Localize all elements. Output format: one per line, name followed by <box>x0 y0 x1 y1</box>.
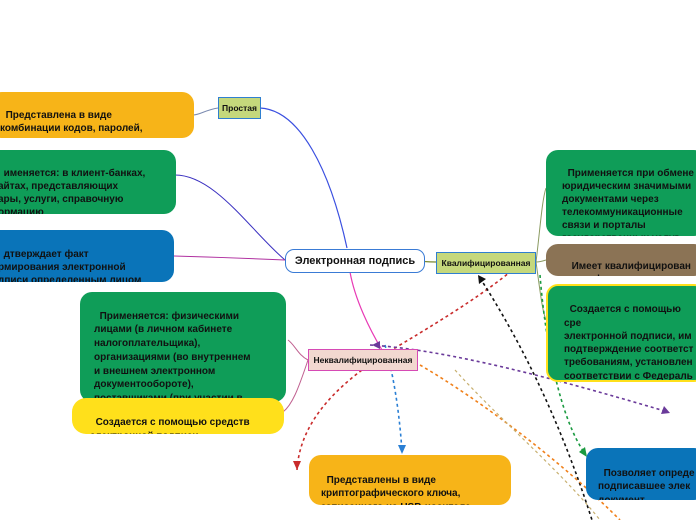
topic-q-cert[interactable]: Имеет квалифицирован сертификат ключа <box>546 244 696 276</box>
topic-q-cert-text: Имеет квалифицирован сертификат ключа <box>566 261 691 276</box>
edge-simple-codes <box>192 107 219 116</box>
edge-unq-created <box>282 359 309 413</box>
topic-q-usage[interactable]: Применяется при обмене юридическим значи… <box>546 150 696 236</box>
topic-simple-usage[interactable]: именяется: в клиент-банках, айтах, предс… <box>0 150 176 214</box>
topic-q-identify-text: Позволяет опреде подписавшее элек докуме… <box>598 467 695 501</box>
edge-central-usage <box>174 174 286 261</box>
topic-unq-key[interactable]: Представлены в виде криптографического к… <box>309 455 511 505</box>
central-label: Электронная подпись <box>294 255 416 267</box>
topic-unq-key-text: Представлены в виде криптографического к… <box>321 474 471 506</box>
topic-unq-created[interactable]: Создается с помощью средств электронной … <box>72 398 284 434</box>
relation-unq-to-qualified <box>296 261 523 471</box>
branch-qualified[interactable]: Квалифицированная <box>436 252 536 274</box>
topic-simple-confirms-text: дтверждает факт рмирования электронной д… <box>0 249 142 282</box>
topic-simple-codes[interactable]: Представлена в виде комбинации кодов, па… <box>0 92 194 138</box>
branch-qualified-label: Квалифицированная <box>441 258 531 268</box>
topic-unq-created-text: Создается с помощью средств электронной … <box>90 417 250 434</box>
relation-unq-to-key <box>384 344 403 453</box>
edge-q-usage <box>535 187 547 263</box>
edge-q-created <box>535 261 547 321</box>
topic-simple-codes-text: Представлена в виде комбинации кодов, па… <box>0 110 143 138</box>
topic-simple-confirms[interactable]: дтверждает факт рмирования электронной д… <box>0 230 174 282</box>
topic-q-usage-text: Применяется при обмене юридическим значи… <box>562 168 694 236</box>
topic-unq-usage[interactable]: Применяется: физическими лицами (в лично… <box>80 292 286 402</box>
topic-q-created[interactable]: Создается с помощью сре электронной подп… <box>546 284 696 382</box>
topic-unq-usage-text: Применяется: физическими лицами (в лично… <box>94 310 251 402</box>
edge-q-cert <box>535 259 547 263</box>
edge-central-unqualified <box>349 271 383 351</box>
relation-unq-orange <box>419 364 621 520</box>
topic-q-identify[interactable]: Позволяет опреде подписавшее элек докуме… <box>586 448 696 500</box>
edge-unq-usage <box>287 339 309 361</box>
topic-simple-usage-text: именяется: в клиент-банках, айтах, предс… <box>0 168 146 214</box>
branch-simple-label: Простая <box>222 103 257 113</box>
edge-central-simple <box>259 107 348 249</box>
relation-unq-to-identify <box>369 344 669 413</box>
branch-unqualified-label: Неквалифицированная <box>313 355 413 365</box>
central-node[interactable]: Электронная подпись <box>285 249 425 273</box>
branch-simple[interactable]: Простая <box>218 97 261 119</box>
edge-central-confirms <box>173 255 286 261</box>
relation-unq-olive <box>454 369 601 520</box>
branch-unqualified[interactable]: Неквалифицированная <box>308 349 418 371</box>
topic-q-created-text: Создается с помощью сре электронной подп… <box>564 304 694 382</box>
